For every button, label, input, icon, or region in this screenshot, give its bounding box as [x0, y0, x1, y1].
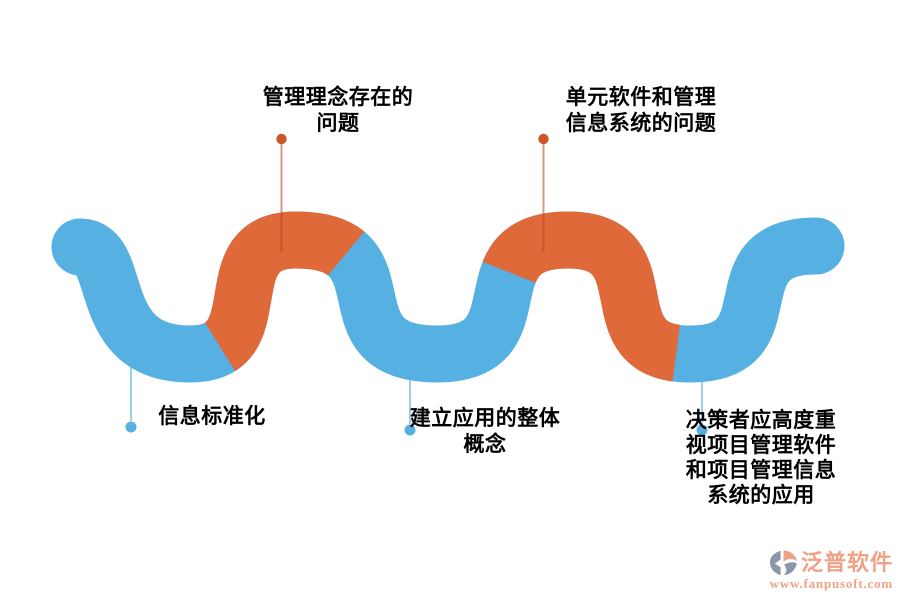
connector-dot-bottom-1 [125, 421, 137, 433]
label-line: 系统的应用 [707, 484, 815, 507]
watermark-brand: 泛普软件 [800, 549, 893, 575]
label-top-2: 单元软件和管理 信息系统的问题 [531, 85, 751, 137]
watermark: 泛普软件 www.fanpusoft.com [733, 548, 893, 591]
label-line: 视项目管理软件 [685, 434, 837, 457]
label-bottom-3: 决策者应高度重 视项目管理软件 和项目管理信息 系统的应用 [651, 408, 871, 508]
watermark-url: www.fanpusoft.com [769, 576, 893, 591]
connectors [125, 133, 708, 436]
connector-dot-bottom-3 [696, 424, 708, 436]
watermark-row: 泛普软件 [733, 548, 893, 577]
label-line: 单元软件和管理 [565, 86, 717, 109]
label-line: 建立应用的整体 [409, 407, 561, 430]
connector-dot-top-2 [538, 133, 549, 145]
label-line: 问题 [316, 112, 360, 135]
label-bottom-2: 建立应用的整体 概念 [375, 406, 595, 458]
label-line: 信息系统的问题 [565, 112, 717, 135]
wave-squiggle [51, 211, 845, 383]
wave-path-blue [51, 211, 845, 383]
connector-dot-top-1 [276, 133, 287, 145]
label-top-1: 管理理念存在的 问题 [228, 85, 448, 137]
label-line: 管理理念存在的 [262, 86, 414, 109]
connector-dot-bottom-2 [404, 424, 416, 436]
label-bottom-1: 信息标准化 [102, 404, 322, 430]
label-line: 信息标准化 [158, 405, 266, 428]
label-line: 决策者应高度重 [685, 409, 837, 432]
label-line: 概念 [463, 433, 507, 456]
label-line: 和项目管理信息 [685, 459, 837, 482]
fanpu-logo-icon [769, 550, 797, 576]
